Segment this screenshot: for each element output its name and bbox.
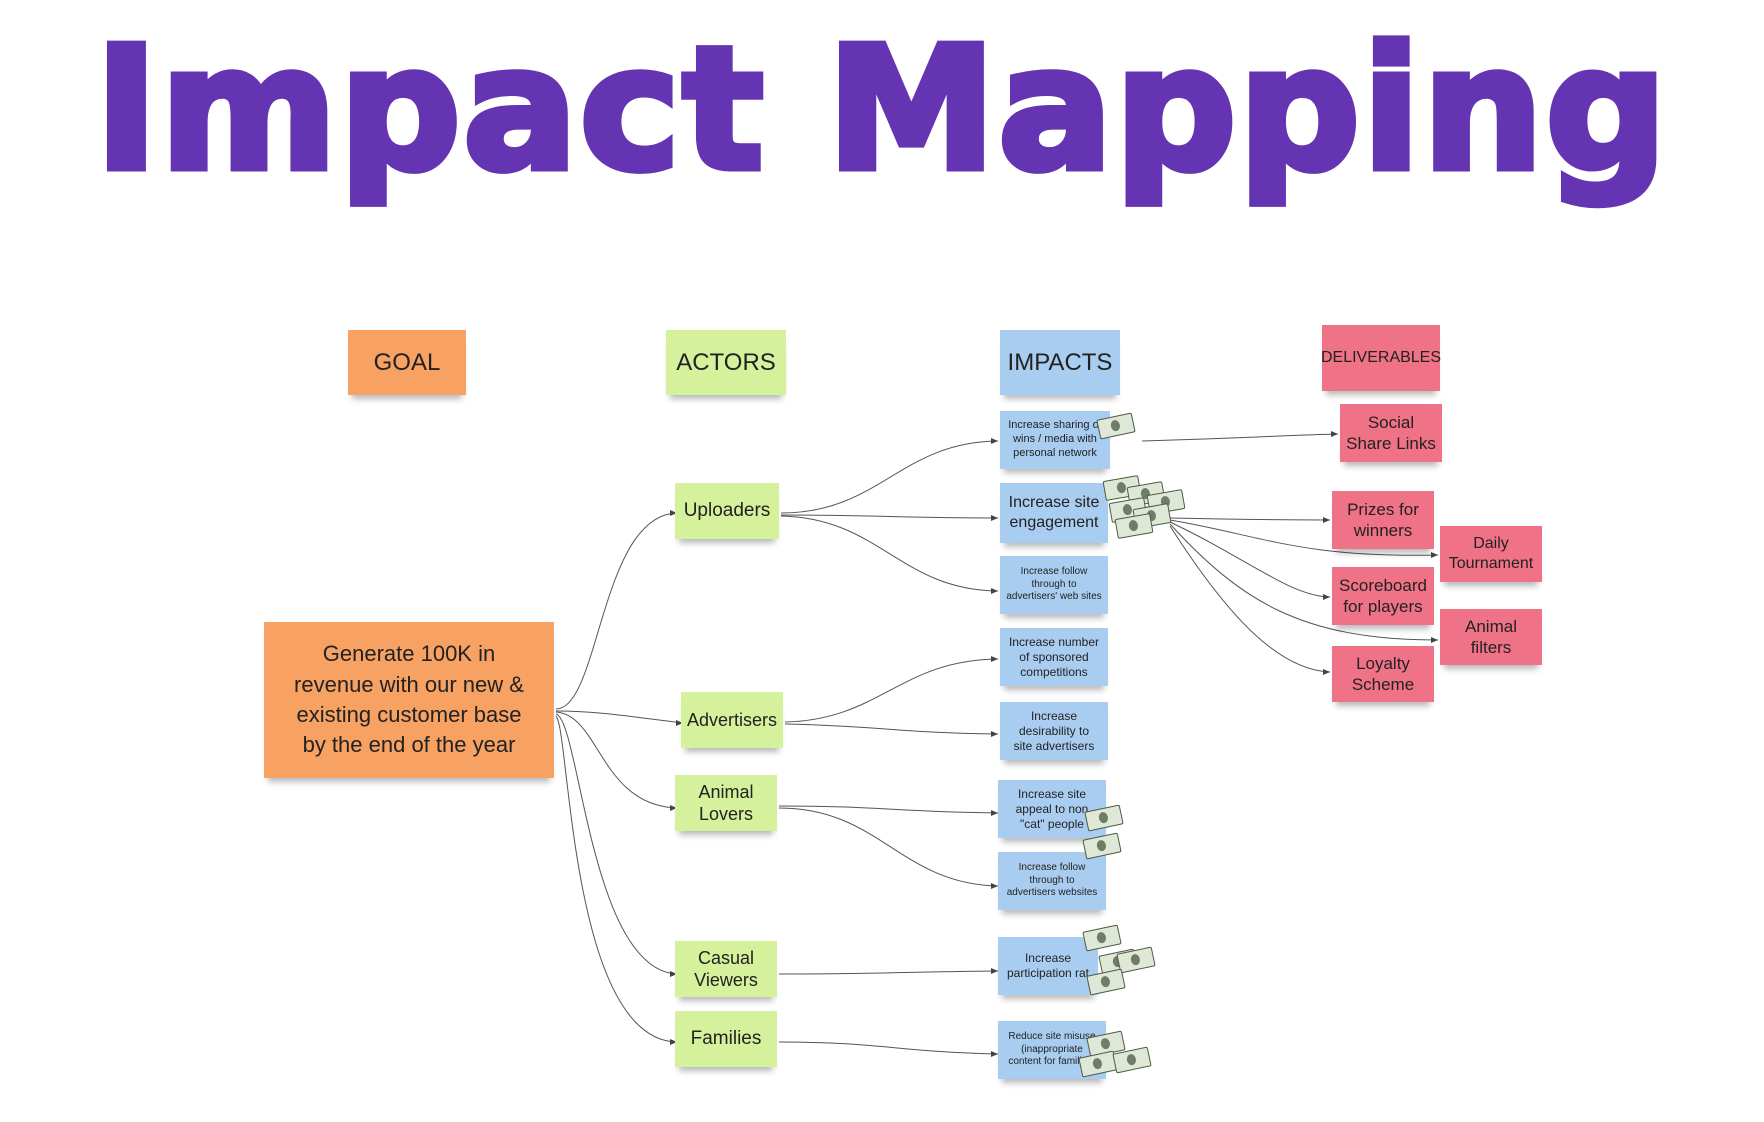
impacts-header-label: IMPACTS xyxy=(1007,348,1113,376)
dollar-bill-icon xyxy=(1082,924,1164,998)
link-sharing-social xyxy=(1141,433,1339,442)
deliverable-scoreboard[interactable]: Scoreboard for players xyxy=(1332,567,1434,625)
link-advertisers-desirability xyxy=(784,723,999,735)
link-engagement-filters xyxy=(1169,523,1439,641)
impact-follow-through-animal[interactable]: Increase follow through to advertisers w… xyxy=(998,852,1106,910)
link-goal-advertisers xyxy=(555,710,684,724)
link-uploaders-sharing xyxy=(780,440,999,514)
deliverable-prizes-label: Prizes for winners xyxy=(1347,499,1419,540)
deliverable-loyalty-label: Loyalty Scheme xyxy=(1351,653,1415,694)
actor-uploaders[interactable]: Uploaders xyxy=(675,483,779,539)
impact-sharing-label: Increase sharing of wins / media with pe… xyxy=(1008,419,1102,459)
impact-misuse-label: Reduce site misuse (inappropriate conten… xyxy=(1008,1031,1096,1068)
impact-participation-label: Increase participation rat xyxy=(1006,951,1090,980)
actors-header[interactable]: ACTORS xyxy=(666,330,786,395)
actor-casual-viewers-label: Casual Viewers xyxy=(694,947,758,991)
impact-sponsored-label: Increase number of sponsored competition… xyxy=(1008,634,1100,679)
actor-families-label: Families xyxy=(690,1028,762,1050)
link-animal-appeal xyxy=(778,805,999,814)
deliverable-loyalty-scheme[interactable]: Loyalty Scheme xyxy=(1332,646,1434,702)
actor-animal-lovers[interactable]: Animal Lovers xyxy=(675,775,777,831)
deliverable-prizes[interactable]: Prizes for winners xyxy=(1332,491,1434,549)
actor-families[interactable]: Families xyxy=(675,1011,777,1067)
link-goal-animal-lovers xyxy=(555,711,678,809)
deliverable-daily-tournament[interactable]: Daily Tournament xyxy=(1440,526,1542,582)
actor-animal-lovers-label: Animal Lovers xyxy=(698,781,754,825)
link-uploaders-engagement xyxy=(780,514,999,519)
link-families-misuse xyxy=(778,1041,999,1055)
actor-uploaders-label: Uploaders xyxy=(683,500,771,522)
impact-engagement-label: Increase site engagement xyxy=(1008,494,1100,531)
goal-header[interactable]: GOAL xyxy=(348,330,466,395)
deliverables-header[interactable]: DELIVERABLES xyxy=(1320,325,1442,391)
deliverable-social-label: Social Share Links xyxy=(1346,412,1436,453)
link-engagement-scoreboard xyxy=(1169,521,1331,598)
goal-header-label: GOAL xyxy=(373,348,441,376)
link-uploaders-follow xyxy=(780,515,999,592)
deliverable-scoreboard-label: Scoreboard for players xyxy=(1339,575,1427,616)
dollar-bill-icon xyxy=(1102,475,1194,539)
link-engagement-loyalty xyxy=(1169,525,1331,673)
link-engagement-prizes xyxy=(1169,517,1331,521)
link-casual-participation xyxy=(778,970,999,975)
impact-sponsored[interactable]: Increase number of sponsored competition… xyxy=(1000,628,1108,686)
deliverable-animal-filters[interactable]: Animal filters xyxy=(1440,609,1542,665)
dollar-bill-icon xyxy=(1078,1030,1160,1084)
deliverable-filters-label: Animal filters xyxy=(1465,616,1517,657)
impact-desirability-label: Increase desirability to site advertiser… xyxy=(1013,708,1095,753)
goal-note[interactable]: Generate 100K in revenue with our new & … xyxy=(264,622,554,778)
actor-advertisers[interactable]: Advertisers xyxy=(681,692,783,748)
link-goal-uploaders xyxy=(555,512,678,710)
link-engagement-daily xyxy=(1169,519,1439,556)
impact-participation[interactable]: Increase participation rat xyxy=(998,937,1098,995)
impact-appeal-label: Increase site appeal to non "cat" people xyxy=(1015,786,1089,831)
actor-advertisers-label: Advertisers xyxy=(686,709,778,730)
impact-sharing[interactable]: Increase sharing of wins / media with pe… xyxy=(1000,411,1110,469)
impact-follow-through-uploaders-label: Increase follow through to advertisers' … xyxy=(1006,566,1102,603)
impacts-header[interactable]: IMPACTS xyxy=(1000,330,1120,395)
impact-follow-through-animal-label: Increase follow through to advertisers w… xyxy=(1006,862,1098,899)
goal-text: Generate 100K in revenue with our new & … xyxy=(294,641,524,758)
actor-casual-viewers[interactable]: Casual Viewers xyxy=(675,941,777,997)
link-advertisers-sponsored xyxy=(784,658,999,723)
deliverable-daily-label: Daily Tournament xyxy=(1448,535,1534,572)
actors-header-label: ACTORS xyxy=(676,348,776,376)
link-animal-follow xyxy=(778,807,999,887)
impact-desirability[interactable]: Increase desirability to site advertiser… xyxy=(1000,702,1108,760)
page-title: Impact Mapping xyxy=(91,8,1670,213)
impact-follow-through-uploaders[interactable]: Increase follow through to advertisers' … xyxy=(1000,556,1108,614)
link-goal-families xyxy=(555,715,678,1043)
deliverable-social-share-links[interactable]: Social Share Links xyxy=(1340,404,1442,462)
impact-engagement[interactable]: Increase site engagement xyxy=(1000,483,1108,543)
link-goal-casual-viewers xyxy=(555,713,678,975)
deliverables-header-label: DELIVERABLES xyxy=(1320,349,1442,366)
